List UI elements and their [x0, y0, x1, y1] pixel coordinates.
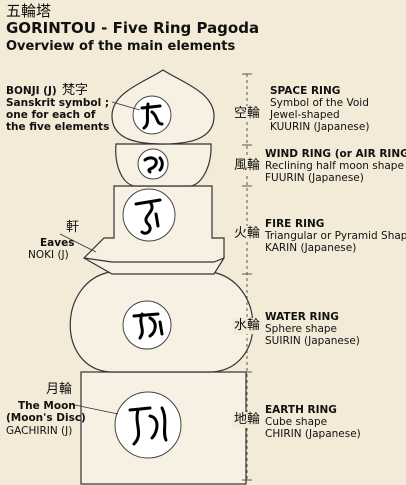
water-ring-desc: Sphere shape [265, 323, 338, 335]
diagram-title: GORINTOU - Five Ring Pagoda [6, 19, 260, 37]
space-ring-kanji: 空輪 [234, 106, 261, 121]
bonji-desc-3: the five elements [6, 121, 110, 133]
bonji-disc-water [122, 300, 172, 350]
bonji-desc-1: Sanskrit symbol ; [6, 97, 110, 109]
eaves-title: Eaves [40, 237, 75, 249]
eaves-kanji: 軒 [66, 220, 80, 235]
moon-subtitle: (Moon's Disc) [6, 412, 86, 424]
wind-ring-desc: Reclining half moon shape [265, 160, 404, 172]
bonji-disc-earth [114, 391, 182, 459]
diagram-subtitle: Overview of the main elements [6, 39, 236, 54]
earth-ring-desc: Cube shape [265, 416, 328, 428]
water-ring-name: WATER RING [265, 311, 339, 323]
earth-ring-name: EARTH RING [265, 404, 337, 416]
bonji-disc-wind [137, 148, 169, 180]
water-ring-japanese: SUIRIN (Japanese) [265, 335, 360, 347]
space-ring-name: SPACE RING [270, 85, 341, 97]
earth-ring-kanji: 地輪 [234, 412, 261, 427]
moon-japanese: GACHIRIN (J) [6, 425, 73, 437]
space-ring-desc-1: Symbol of the Void [270, 97, 369, 109]
bonji-disc-space [132, 95, 172, 135]
title-japanese: 五輪塔 [6, 2, 52, 20]
bonji-glyph-earth [128, 406, 168, 446]
bonji-desc-2: one for each of [6, 109, 96, 121]
eaves-japanese: NOKI (J) [28, 249, 69, 261]
space-ring-japanese: KUURIN (Japanese) [270, 121, 370, 133]
space-ring-desc-2: Jewel-shaped [270, 109, 340, 121]
bonji-glyph-wind [143, 156, 164, 174]
water-ring-kanji: 水輪 [234, 318, 261, 333]
fire-ring-desc: Triangular or Pyramid Shape [265, 230, 406, 242]
moon-leader-line [69, 403, 119, 415]
bonji-glyph-water [132, 312, 164, 340]
bonji-glyph-fire [134, 198, 162, 235]
bonji-kanji: 梵字 [62, 83, 89, 98]
eaves-leader-line [59, 233, 97, 253]
fire-ring-kanji: 火輪 [234, 226, 261, 241]
fire-ring-name: FIRE RING [265, 218, 325, 230]
moon-title: The Moon [18, 400, 76, 412]
bonji-glyph-space [140, 102, 164, 130]
wind-ring-japanese: FUURIN (Japanese) [265, 172, 364, 184]
wind-ring-name: WIND RING (or AIR RING) [265, 148, 406, 160]
eaves-line [83, 257, 225, 263]
moon-kanji: 月輪 [46, 382, 73, 397]
bonji-title: BONJI (J) [6, 85, 57, 97]
earth-ring-japanese: CHIRIN (Japanese) [265, 428, 361, 440]
wind-ring-kanji: 風輪 [234, 158, 261, 173]
fire-ring-japanese: KARIN (Japanese) [265, 242, 357, 254]
bonji-leader-line [111, 101, 141, 111]
